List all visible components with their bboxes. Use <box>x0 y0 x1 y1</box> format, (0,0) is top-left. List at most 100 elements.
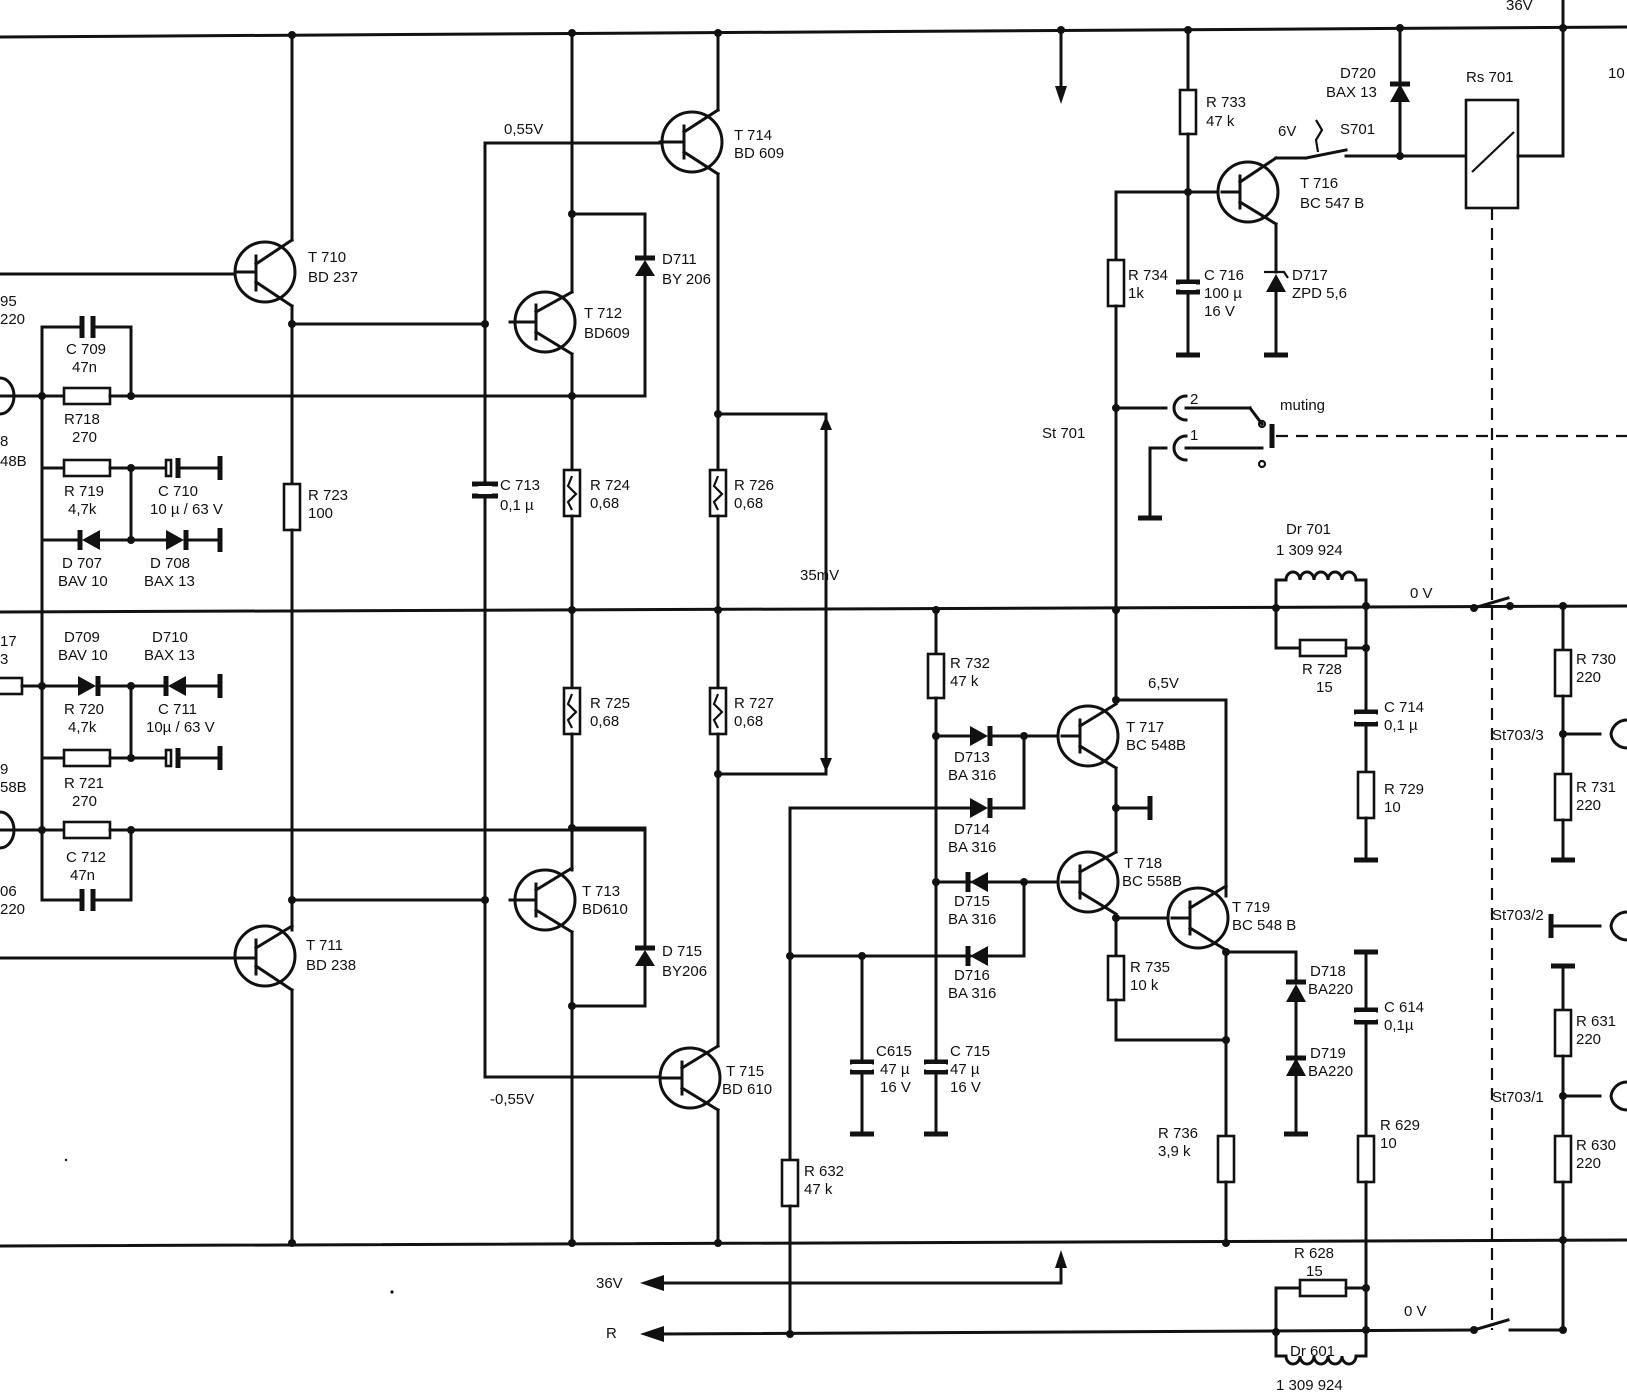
label-c715-voltage: 16 V <box>950 1079 981 1096</box>
label-t714: T 714 <box>734 127 772 144</box>
label-r735-value: 10 k <box>1130 977 1159 994</box>
label-r733: R 733 <box>1206 94 1246 111</box>
label-r719-value: 4,7k <box>68 501 97 518</box>
label-minus-0-55v: -0,55V <box>490 1091 534 1108</box>
label-t716-type: BC 547 B <box>1300 195 1364 212</box>
label-r731-value: 220 <box>1576 797 1601 814</box>
label-r632-value: 47 k <box>804 1181 833 1198</box>
label-r725-value: 0,68 <box>590 713 619 730</box>
label-r723-value: 100 <box>308 505 333 522</box>
driver-stage <box>233 31 487 1247</box>
label-c615-value: 47 µ <box>880 1061 910 1078</box>
label-s701: S701 <box>1340 121 1375 138</box>
label-d713-type: BA 316 <box>948 767 996 784</box>
label-edge-48b: 48B <box>0 453 27 470</box>
label-d710-type: BAX 13 <box>144 647 195 664</box>
label-c615: C615 <box>876 1043 912 1060</box>
label-c716-value: 100 µ <box>1204 285 1242 302</box>
label-d716-type: BA 316 <box>948 985 996 1002</box>
label-edge-8: 8 <box>0 433 8 450</box>
output-stage <box>472 29 832 1247</box>
label-r731: R 731 <box>1576 779 1616 796</box>
label-t719: T 719 <box>1232 899 1270 916</box>
label-d707-type: BAV 10 <box>58 573 108 590</box>
label-st703-1: St703/1 <box>1492 1089 1544 1106</box>
label-edge-220a: 220 <box>0 311 25 328</box>
label-36v-bottom: 36V <box>596 1275 623 1292</box>
label-r734: R 734 <box>1128 267 1168 284</box>
label-pin-2: 2 <box>1190 391 1198 408</box>
label-d708: D 708 <box>150 555 190 572</box>
label-r724: R 724 <box>590 477 630 494</box>
label-6v: 6V <box>1278 123 1296 140</box>
label-r733-value: 47 k <box>1206 113 1235 130</box>
label-dr701: Dr 701 <box>1286 521 1331 538</box>
label-d715-ba316: D715 <box>954 893 990 910</box>
label-edge-220b: 220 <box>0 901 25 918</box>
label-muting: muting <box>1280 397 1325 414</box>
label-edge-3: 3 <box>0 651 8 668</box>
label-36v-top: 36V <box>1506 0 1533 14</box>
label-edge-9: 9 <box>0 761 8 778</box>
label-r728: R 728 <box>1302 661 1342 678</box>
label-st703-2: St703/2 <box>1492 907 1544 924</box>
label-c709: C 709 <box>66 341 106 358</box>
label-d720: D720 <box>1340 65 1376 82</box>
label-st701: St 701 <box>1042 425 1085 442</box>
label-c713-value: 0,1 µ <box>500 497 534 514</box>
label-35mv: 35mV <box>800 567 839 584</box>
label-d715-by206-type: BY206 <box>662 963 707 980</box>
label-dr601-part: 1 309 924 <box>1276 1377 1343 1393</box>
label-c715-value: 47 µ <box>950 1061 980 1078</box>
label-r730: R 730 <box>1576 651 1616 668</box>
label-r729: R 729 <box>1384 781 1424 798</box>
label-d719: D719 <box>1310 1045 1346 1062</box>
label-dr601: Dr 601 <box>1290 1343 1335 1360</box>
label-r629: R 629 <box>1380 1117 1420 1134</box>
label-c714-value: 0,1 µ <box>1384 717 1418 734</box>
label-r720: R 720 <box>64 701 104 718</box>
label-d711-type: BY 206 <box>662 271 711 288</box>
label-r732: R 732 <box>950 655 990 672</box>
label-d717-type: ZPD 5,6 <box>1292 285 1347 302</box>
label-r728-value: 15 <box>1316 679 1333 696</box>
label-t714-type: BD 609 <box>734 145 784 162</box>
label-r718-value: 270 <box>72 429 97 446</box>
label-d714: D714 <box>954 821 990 838</box>
label-10: 10 <box>1608 65 1625 82</box>
label-r736: R 736 <box>1158 1125 1198 1142</box>
label-r630: R 630 <box>1576 1137 1616 1154</box>
label-edge-06: 06 <box>0 883 17 900</box>
label-rs701: Rs 701 <box>1466 69 1514 86</box>
label-t711: T 711 <box>306 937 343 954</box>
label-r724-value: 0,68 <box>590 495 619 512</box>
label-t712-type: BD609 <box>584 325 630 342</box>
label-d720-type: BAX 13 <box>1326 84 1377 101</box>
label-r736-value: 3,9 k <box>1158 1143 1191 1160</box>
label-6-5v: 6,5V <box>1148 675 1179 692</box>
left-input-network <box>0 272 647 960</box>
label-st703-3: St703/3 <box>1492 727 1544 744</box>
output-filter <box>932 570 1627 1334</box>
label-d719-type: BA220 <box>1308 1063 1353 1080</box>
label-t713: T 713 <box>582 883 620 900</box>
label-dr701-part: 1 309 924 <box>1276 542 1343 559</box>
label-r628: R 628 <box>1294 1245 1334 1262</box>
label-t712: T 712 <box>584 305 622 322</box>
label-r-output: R <box>606 1325 617 1342</box>
label-c714: C 714 <box>1384 699 1424 716</box>
label-d707: D 707 <box>62 555 102 572</box>
label-d715-by206: D 715 <box>662 943 702 960</box>
label-r718: R718 <box>64 411 100 428</box>
label-edge-95: 95 <box>0 293 17 310</box>
label-r721: R 721 <box>64 775 104 792</box>
label-r629-value: 10 <box>1380 1135 1397 1152</box>
label-c711: C 711 <box>158 701 197 718</box>
label-t717-type: BC 548B <box>1126 737 1186 754</box>
label-r725: R 725 <box>590 695 630 712</box>
label-0v-bottom: 0 V <box>1404 1303 1427 1320</box>
label-c710: C 710 <box>158 483 198 500</box>
label-r719: R 719 <box>64 483 104 500</box>
label-c710-value: 10 µ / 63 V <box>150 501 223 518</box>
